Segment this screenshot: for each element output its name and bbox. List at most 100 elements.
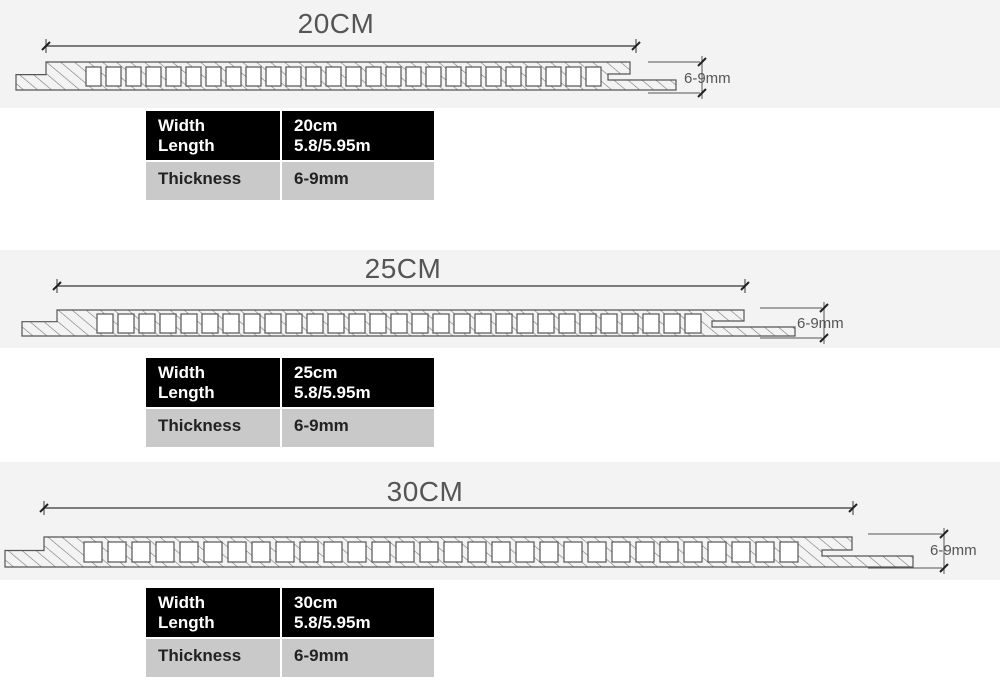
width-label: 30CM — [386, 476, 464, 507]
panel-30cm: 30CM 6-9mm Width Length 30cm 5.8/5.95m T… — [0, 462, 1000, 691]
hollow-cell — [96, 313, 114, 334]
hollow-cell — [659, 541, 679, 563]
thickness-key: Thickness — [146, 409, 280, 447]
width-value: 25cm — [294, 363, 338, 382]
thickness-key: Thickness — [146, 162, 280, 200]
hollow-cell — [155, 541, 175, 563]
spec-table: Width Length 30cm 5.8/5.95m Thickness 6-… — [146, 588, 434, 677]
hollow-cell — [587, 541, 607, 563]
hollow-cell — [621, 313, 639, 334]
hollow-cell — [85, 66, 102, 87]
hollow-cell — [453, 313, 471, 334]
length-key: Length — [158, 383, 215, 402]
hollow-cell — [264, 313, 282, 334]
hollow-cell — [585, 66, 602, 87]
hollow-cell — [305, 66, 322, 87]
hollow-cell — [465, 66, 482, 87]
hollow-cell — [345, 66, 362, 87]
hollow-cell — [251, 541, 271, 563]
hollow-cell — [505, 66, 522, 87]
thickness-slash-bottom — [697, 88, 707, 98]
thickness-value: 6-9mm — [282, 639, 434, 677]
hollow-cell — [179, 541, 199, 563]
length-value: 5.8/5.95m — [294, 613, 371, 632]
width-label: 25CM — [364, 253, 442, 284]
hollow-cell — [227, 541, 247, 563]
spec-row-width-length: Width Length 20cm 5.8/5.95m — [146, 111, 434, 160]
hollow-cell — [579, 313, 597, 334]
hollow-cell — [180, 313, 198, 334]
panel-25cm: 25CM 6-9mm Width Length 25cm 5.8/5.95m T… — [0, 250, 1000, 460]
hollow-cell — [779, 541, 799, 563]
hollow-cell — [445, 66, 462, 87]
hollow-cell — [467, 541, 487, 563]
thickness-slash-top — [819, 303, 829, 313]
hollow-cell — [369, 313, 387, 334]
hollow-cell — [683, 541, 703, 563]
thickness-slash-bottom — [939, 563, 949, 573]
spec-table: Width Length 25cm 5.8/5.95m Thickness 6-… — [146, 358, 434, 447]
hollow-cell — [347, 541, 367, 563]
profile-20cm-drawing — [15, 39, 707, 99]
hollow-cell — [285, 313, 303, 334]
hollow-cell — [385, 66, 402, 87]
profile-30cm-drawing — [4, 501, 949, 574]
thickness-label: 6-9mm — [684, 70, 731, 87]
hollow-cell — [371, 541, 391, 563]
hollow-cell — [327, 313, 345, 334]
hollow-cell — [563, 541, 583, 563]
hollow-cell — [131, 541, 151, 563]
profile-25cm-drawing — [21, 279, 829, 344]
hollow-cell — [600, 313, 618, 334]
width-value: 20cm — [294, 116, 338, 135]
hollow-cell — [491, 541, 511, 563]
hollow-cell — [684, 313, 702, 334]
hollow-cell — [117, 313, 135, 334]
spec-values: 20cm 5.8/5.95m — [282, 111, 434, 160]
hollow-cell — [516, 313, 534, 334]
hollow-cell — [165, 66, 182, 87]
hollow-cell — [405, 66, 422, 87]
spec-values: 30cm 5.8/5.95m — [282, 588, 434, 637]
hollow-cell — [611, 541, 631, 563]
spec-table: Width Length 20cm 5.8/5.95m Thickness 6-… — [146, 111, 434, 200]
thickness-value: 6-9mm — [282, 409, 434, 447]
spec-keys: Width Length — [146, 588, 280, 637]
hollow-cell — [755, 541, 775, 563]
hollow-cell — [390, 313, 408, 334]
hollow-cell — [325, 66, 342, 87]
hollow-cell — [245, 66, 262, 87]
hollow-cell — [707, 541, 727, 563]
spec-keys: Width Length — [146, 111, 280, 160]
hollow-cell — [537, 313, 555, 334]
hollow-cell — [201, 313, 219, 334]
hollow-cell — [323, 541, 343, 563]
hollow-cell — [306, 313, 324, 334]
hollow-cell — [495, 313, 513, 334]
hollow-cell — [525, 66, 542, 87]
hollow-cell — [125, 66, 142, 87]
dimension-slash-left — [39, 503, 49, 513]
hollow-cell — [105, 66, 122, 87]
hollow-cell — [565, 66, 582, 87]
thickness-label: 6-9mm — [930, 542, 977, 559]
hollow-cell — [185, 66, 202, 87]
hollow-cell — [425, 66, 442, 87]
hollow-cell — [432, 313, 450, 334]
hollow-cell — [411, 313, 429, 334]
hollow-cell — [275, 541, 295, 563]
spec-row-width-length: Width Length 30cm 5.8/5.95m — [146, 588, 434, 637]
hollow-cell — [222, 313, 240, 334]
hollow-cell — [225, 66, 242, 87]
spec-row-thickness: Thickness 6-9mm — [146, 162, 434, 200]
thickness-slash-top — [697, 57, 707, 67]
hollow-cell — [635, 541, 655, 563]
width-label: 20CM — [297, 8, 375, 39]
length-value: 5.8/5.95m — [294, 136, 371, 155]
hollow-cell — [474, 313, 492, 334]
hollow-cell — [285, 66, 302, 87]
hollow-cell — [299, 541, 319, 563]
hollow-cell — [265, 66, 282, 87]
hollow-cell — [243, 313, 261, 334]
hollow-cell — [365, 66, 382, 87]
